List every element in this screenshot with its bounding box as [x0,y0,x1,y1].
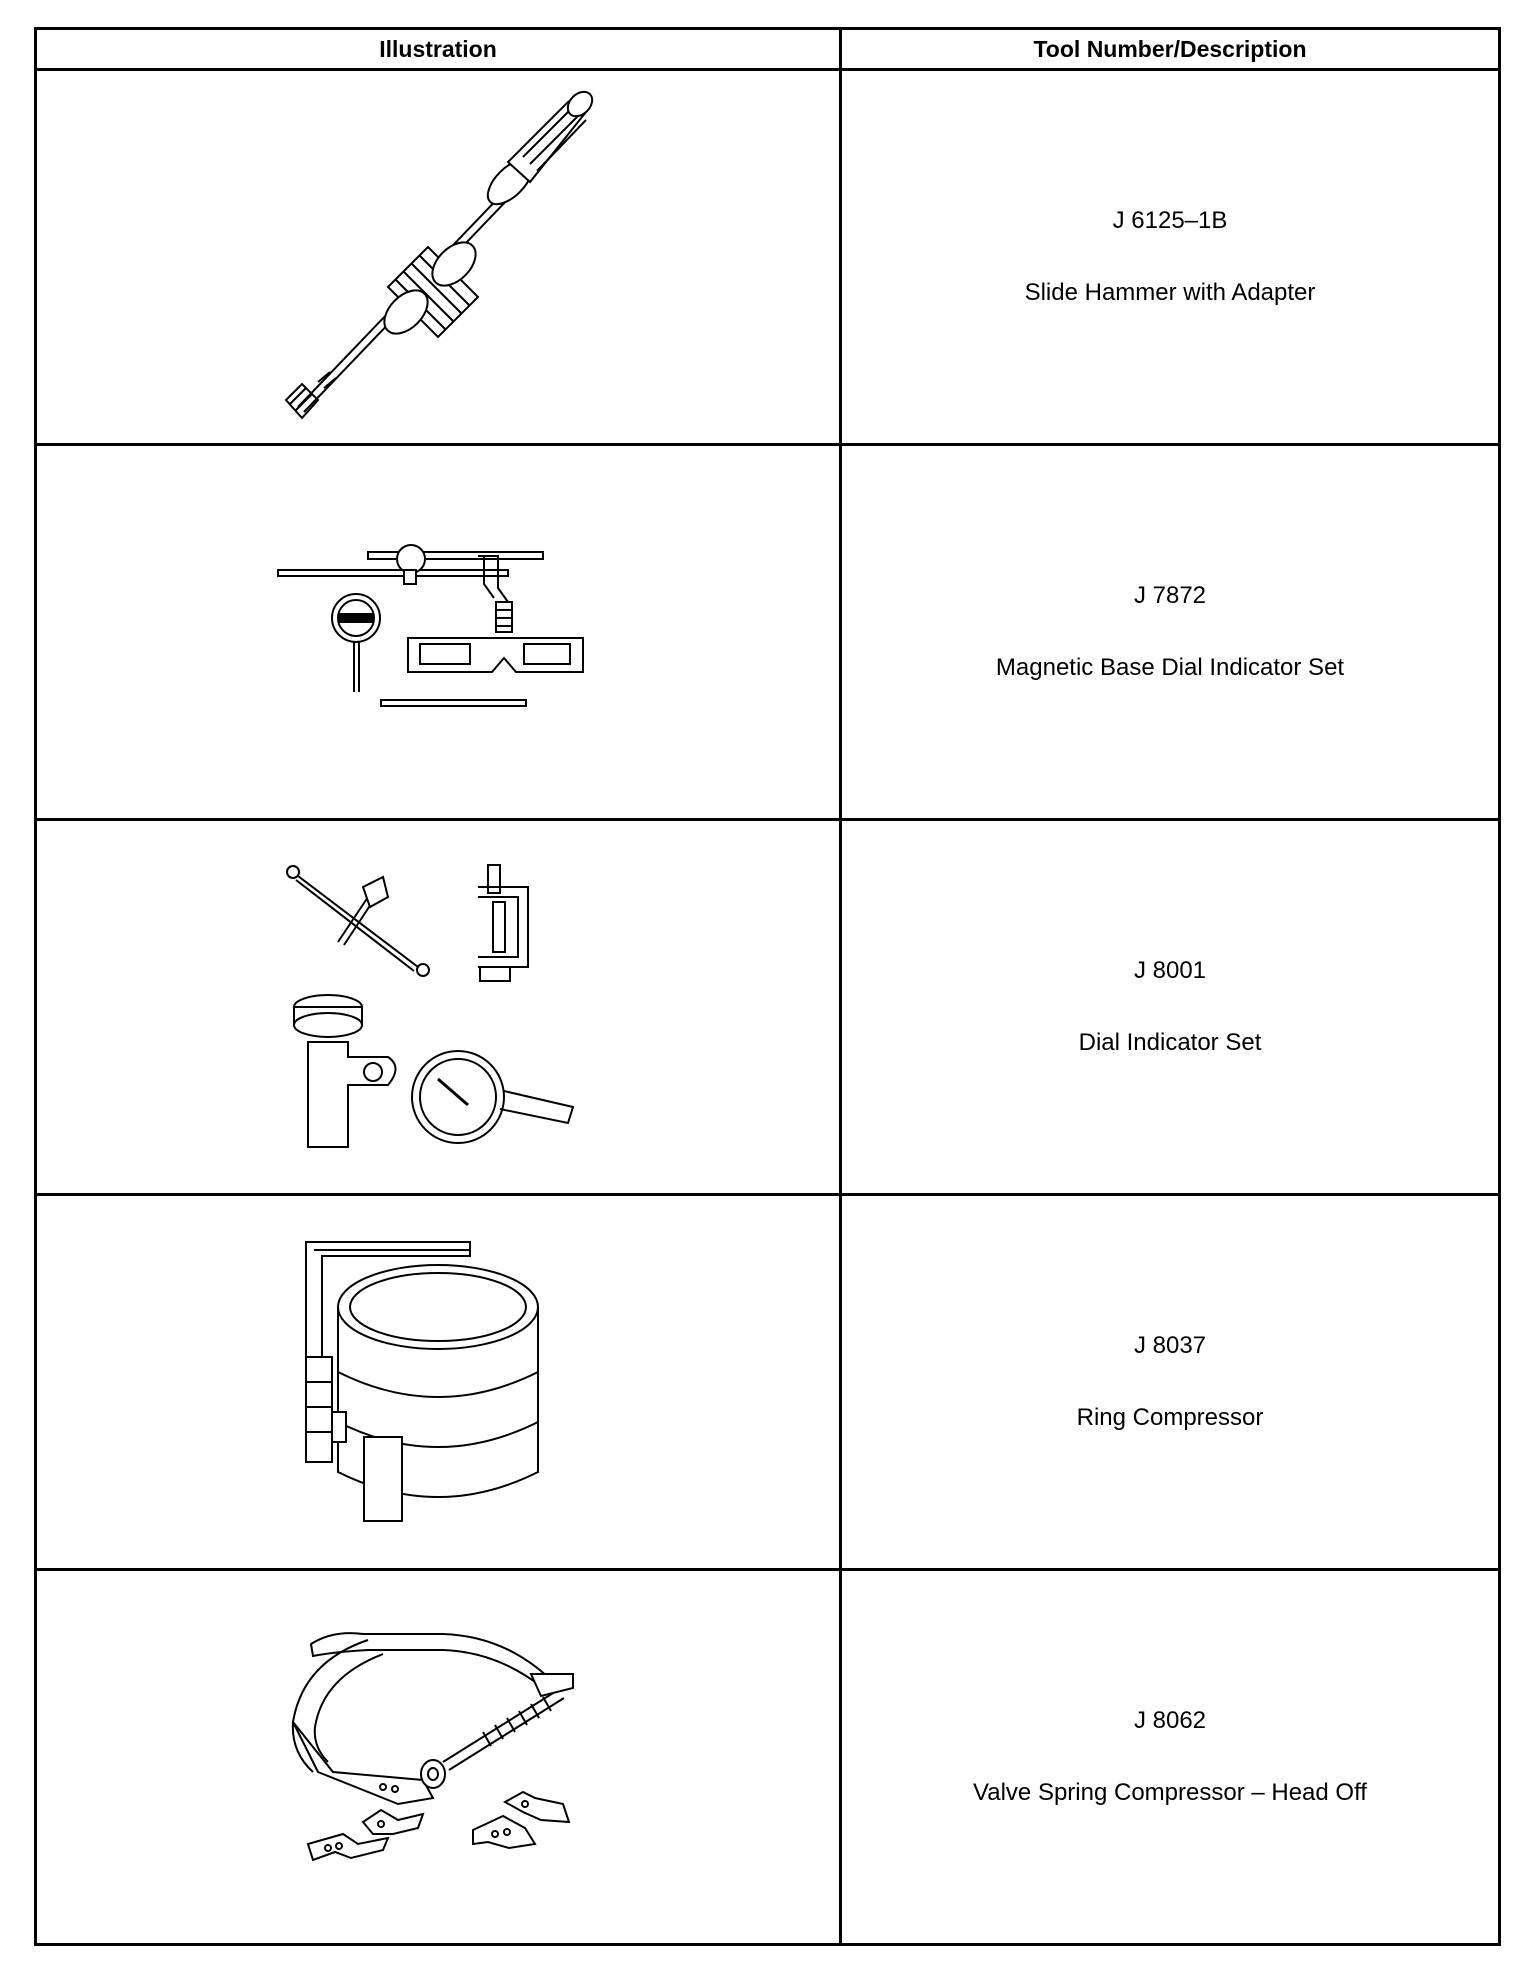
table-row: J 8062 Valve Spring Compressor – Head Of… [34,1568,1501,1946]
tool-description: Slide Hammer with Adapter [1024,279,1316,306]
tool-description-cell: J 7872 Magnetic Base Dial Indicator Set [839,443,1501,821]
header-tool-number-description: Tool Number/Description [839,27,1501,71]
valve-spring-compressor-icon [273,1622,603,1892]
tool-description: Magnetic Base Dial Indicator Set [995,654,1345,681]
tool-number: J 8001 [1133,957,1207,984]
tool-description: Dial Indicator Set [1078,1029,1262,1056]
magnetic-base-dial-indicator-icon [268,532,608,732]
illustration-cell [34,1568,842,1946]
tool-number: J 6125–1B [1112,207,1228,234]
tool-description: Valve Spring Compressor – Head Off [973,1779,1367,1806]
illustration-cell [34,68,842,446]
tool-number: J 8062 [1133,1707,1207,1734]
dial-indicator-set-icon [278,857,598,1157]
tool-description-cell: J 8062 Valve Spring Compressor – Head Of… [839,1568,1501,1946]
illustration-cell [34,1193,842,1571]
table-row: J 8001 Dial Indicator Set [34,818,1501,1196]
tool-table: Illustration Tool Number/Description [34,27,1501,1946]
table-row: J 7872 Magnetic Base Dial Indicator Set [34,443,1501,821]
illustration-cell [34,818,842,1196]
illustration-cell [34,443,842,821]
ring-compressor-icon [288,1232,588,1532]
table-header-row: Illustration Tool Number/Description [34,27,1501,71]
table-row: J 6125–1B Slide Hammer with Adapter [34,68,1501,446]
tool-description-cell: J 8037 Ring Compressor [839,1193,1501,1571]
tool-description: Ring Compressor [1076,1404,1264,1431]
table-row: J 8037 Ring Compressor [34,1193,1501,1571]
slide-hammer-icon [278,82,598,432]
tool-description-cell: J 8001 Dial Indicator Set [839,818,1501,1196]
header-illustration: Illustration [34,27,842,71]
tool-number: J 8037 [1133,1332,1207,1359]
tool-description-cell: J 6125–1B Slide Hammer with Adapter [839,68,1501,446]
tool-number: J 7872 [1133,582,1207,609]
